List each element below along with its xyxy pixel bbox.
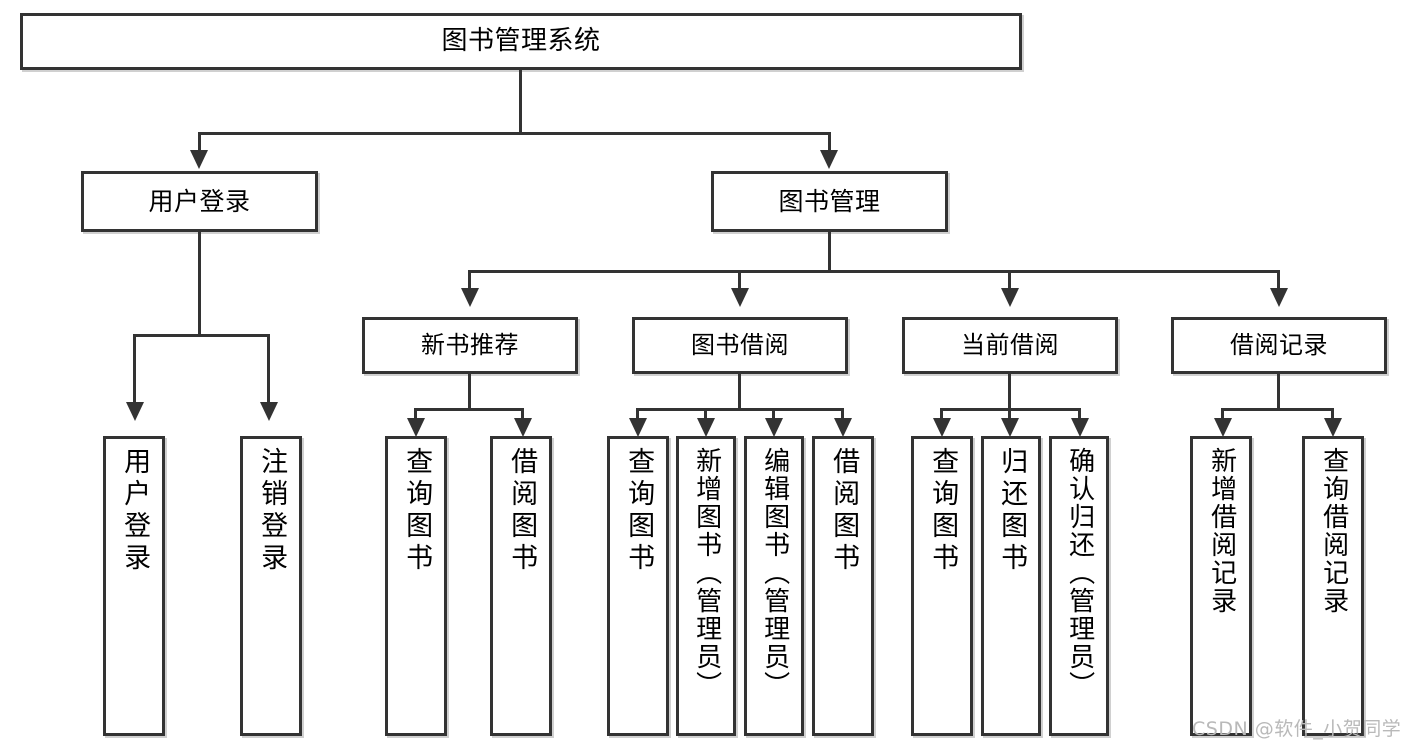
leaf-user-login[interactable]: 用户登录 bbox=[103, 436, 165, 736]
connector-userlogin-stem bbox=[198, 232, 201, 336]
node-book-manage[interactable]: 图书管理 bbox=[711, 171, 948, 232]
leaf-add-record[interactable]: 新增借阅记录 bbox=[1190, 436, 1252, 736]
arrow-bookborrow-to-add-book bbox=[697, 418, 715, 437]
leaf-query-book-3[interactable]: 查询图书 bbox=[911, 436, 973, 736]
connector-currentborrow-drop-3 bbox=[1078, 408, 1081, 422]
connector-userlogin-left-drop bbox=[133, 334, 136, 406]
connector-root-to-bookmanage bbox=[828, 132, 831, 154]
leaf-confirm-return-label: 确认归还（管理员） bbox=[1064, 447, 1095, 699]
arrow-bookmanage-to-currentborrow bbox=[1001, 288, 1019, 307]
node-user-login-label: 用户登录 bbox=[148, 186, 251, 216]
arrow-userlogin-to-leaf-logout bbox=[260, 402, 278, 421]
connector-newbook-right-drop bbox=[521, 408, 524, 422]
leaf-query-book-3-label: 查询图书 bbox=[927, 447, 959, 575]
arrow-currentborrow-to-query-book bbox=[933, 418, 951, 437]
node-current-borrow-label: 当前借阅 bbox=[961, 331, 1059, 360]
leaf-query-book-2-label: 查询图书 bbox=[623, 447, 655, 575]
connector-newbook-bus bbox=[414, 408, 524, 411]
leaf-logout[interactable]: 注销登录 bbox=[240, 436, 302, 736]
leaf-query-book-1-label: 查询图书 bbox=[401, 447, 433, 575]
leaf-borrow-book-1[interactable]: 借阅图书 bbox=[490, 436, 552, 736]
connector-bookborrow-stem bbox=[738, 374, 741, 410]
arrow-bookmanage-to-borrowrecord bbox=[1270, 288, 1288, 307]
node-borrow-record[interactable]: 借阅记录 bbox=[1171, 317, 1387, 374]
connector-bookborrow-drop-2 bbox=[704, 408, 707, 422]
leaf-query-record[interactable]: 查询借阅记录 bbox=[1302, 436, 1364, 736]
leaf-query-book-1[interactable]: 查询图书 bbox=[385, 436, 447, 736]
arrow-newbook-to-borrow-book bbox=[514, 418, 532, 437]
node-book-borrow-label: 图书借阅 bbox=[691, 331, 789, 360]
leaf-confirm-return[interactable]: 确认归还（管理员） bbox=[1049, 436, 1109, 736]
leaf-return-book[interactable]: 归还图书 bbox=[981, 436, 1041, 736]
leaf-query-book-2[interactable]: 查询图书 bbox=[607, 436, 669, 736]
connector-newbook-left-drop bbox=[414, 408, 417, 422]
connector-newbook-stem bbox=[468, 374, 471, 410]
arrow-currentborrow-to-return-book bbox=[1001, 418, 1019, 437]
leaf-return-book-label: 归还图书 bbox=[996, 447, 1028, 575]
connector-bookborrow-drop-1 bbox=[636, 408, 639, 422]
connector-borrowrecord-bus bbox=[1221, 408, 1334, 411]
connector-bookmanage-to-borrowrecord bbox=[1277, 270, 1280, 292]
node-book-borrow[interactable]: 图书借阅 bbox=[632, 317, 848, 374]
arrow-borrowrecord-to-query-record bbox=[1324, 418, 1342, 437]
connector-bookmanage-to-currentborrow bbox=[1008, 270, 1011, 292]
node-book-manage-label: 图书管理 bbox=[778, 186, 881, 216]
connector-currentborrow-drop-2 bbox=[1008, 408, 1011, 422]
node-user-login[interactable]: 用户登录 bbox=[81, 171, 318, 232]
connector-currentborrow-stem bbox=[1008, 374, 1011, 410]
arrow-newbook-to-query-book bbox=[407, 418, 425, 437]
leaf-borrow-book-1-label: 借阅图书 bbox=[506, 447, 538, 575]
connector-root-stem bbox=[519, 70, 522, 134]
arrow-root-to-bookmanage bbox=[820, 150, 838, 169]
arrow-bookmanage-to-bookborrow bbox=[731, 288, 749, 307]
connector-userlogin-right-drop bbox=[267, 334, 270, 406]
connector-bookmanage-to-bookborrow bbox=[738, 270, 741, 292]
leaf-add-book[interactable]: 新增图书（管理员） bbox=[676, 436, 736, 736]
node-new-book-recommend[interactable]: 新书推荐 bbox=[362, 317, 578, 374]
arrow-bookmanage-to-newbook bbox=[461, 288, 479, 307]
arrow-borrowrecord-to-add-record bbox=[1214, 418, 1232, 437]
connector-bookmanage-stem bbox=[828, 232, 831, 272]
arrow-bookborrow-to-edit-book bbox=[765, 418, 783, 437]
leaf-borrow-book-2-label: 借阅图书 bbox=[828, 447, 860, 575]
leaf-query-record-label: 查询借阅记录 bbox=[1318, 447, 1349, 615]
arrow-bookborrow-to-query-book bbox=[629, 418, 647, 437]
leaf-edit-book[interactable]: 编辑图书（管理员） bbox=[744, 436, 804, 736]
node-borrow-record-label: 借阅记录 bbox=[1230, 331, 1328, 360]
arrow-currentborrow-to-confirm-return bbox=[1071, 418, 1089, 437]
connector-bookmanage-bus bbox=[468, 270, 1280, 273]
arrow-bookborrow-to-borrow-book bbox=[834, 418, 852, 437]
connector-borrowrecord-stem bbox=[1277, 374, 1280, 410]
node-new-book-recommend-label: 新书推荐 bbox=[421, 331, 519, 360]
leaf-add-book-label: 新增图书（管理员） bbox=[691, 447, 722, 699]
connector-root-bus bbox=[198, 132, 831, 135]
connector-borrowrecord-left-drop bbox=[1221, 408, 1224, 422]
leaf-user-login-label: 用户登录 bbox=[119, 447, 151, 575]
connector-currentborrow-drop-1 bbox=[940, 408, 943, 422]
leaf-borrow-book-2[interactable]: 借阅图书 bbox=[812, 436, 874, 736]
connector-userlogin-bus bbox=[133, 334, 270, 337]
node-current-borrow[interactable]: 当前借阅 bbox=[902, 317, 1118, 374]
connector-bookborrow-bus bbox=[636, 408, 844, 411]
connector-bookmanage-to-newbook bbox=[468, 270, 471, 292]
leaf-edit-book-label: 编辑图书（管理员） bbox=[759, 447, 790, 699]
connector-bookborrow-drop-4 bbox=[841, 408, 844, 422]
connector-borrowrecord-right-drop bbox=[1331, 408, 1334, 422]
arrow-userlogin-to-leaf-user-login bbox=[126, 402, 144, 421]
connector-bookborrow-drop-3 bbox=[772, 408, 775, 422]
connector-root-to-userlogin bbox=[198, 132, 201, 154]
leaf-add-record-label: 新增借阅记录 bbox=[1206, 447, 1237, 615]
node-root-label: 图书管理系统 bbox=[441, 25, 601, 56]
arrow-root-to-userlogin bbox=[190, 150, 208, 169]
leaf-logout-label: 注销登录 bbox=[256, 447, 288, 575]
node-root[interactable]: 图书管理系统 bbox=[20, 13, 1022, 70]
